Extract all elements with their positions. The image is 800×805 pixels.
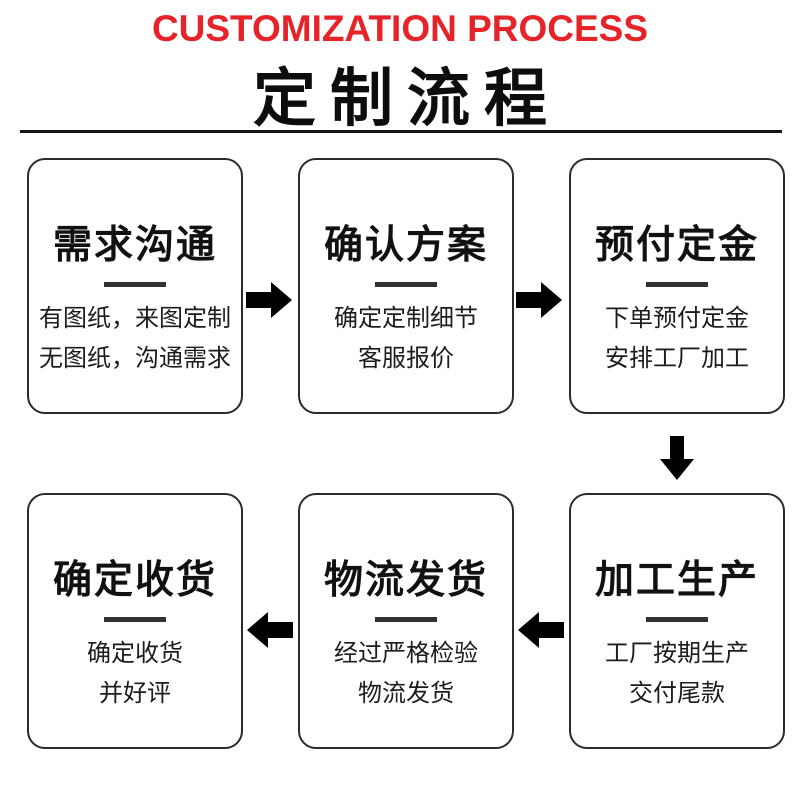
title-underline <box>646 617 708 622</box>
step-box-logistics-shipping: 物流发货 经过严格检验 物流发货 <box>298 493 514 749</box>
step-box-confirm-plan: 确认方案 确定定制细节 客服报价 <box>298 158 514 414</box>
step-description-line: 物流发货 <box>358 680 454 707</box>
step-description-line: 确定收货 <box>87 640 183 667</box>
step-description-line: 并好评 <box>99 680 171 707</box>
title-underline <box>375 282 437 287</box>
step-description-line: 无图纸，沟通需求 <box>39 345 231 372</box>
step-title: 预付定金 <box>594 224 759 267</box>
title-underline <box>104 282 166 287</box>
arrow-down-icon <box>657 436 697 480</box>
step-description-line: 交付尾款 <box>629 680 725 707</box>
step-title: 确认方案 <box>323 224 488 267</box>
step-description-line: 经过严格检验 <box>334 640 478 667</box>
step-box-demand-communication: 需求沟通 有图纸，来图定制 无图纸，沟通需求 <box>27 158 243 414</box>
step-description-line: 有图纸，来图定制 <box>39 305 231 332</box>
step-title: 确定收货 <box>52 559 217 602</box>
step-box-processing-production: 加工生产 工厂按期生产 交付尾款 <box>569 493 785 749</box>
arrow-left-icon <box>247 609 293 651</box>
step-title: 需求沟通 <box>52 224 217 267</box>
title-underline <box>646 282 708 287</box>
step-title: 加工生产 <box>594 559 759 602</box>
arrow-left-icon <box>518 609 564 651</box>
title-underline <box>104 617 166 622</box>
step-description-line: 工厂按期生产 <box>605 640 749 667</box>
step-box-prepay-deposit: 预付定金 下单预付定金 安排工厂加工 <box>569 158 785 414</box>
title-underline <box>375 617 437 622</box>
title-english: CUSTOMIZATION PROCESS <box>151 8 649 49</box>
step-description-line: 客服报价 <box>358 345 454 372</box>
step-title: 物流发货 <box>323 559 488 602</box>
arrow-right-icon <box>246 279 292 321</box>
arrow-right-icon <box>516 279 562 321</box>
step-description-line: 下单预付定金 <box>605 305 749 332</box>
step-description-line: 安排工厂加工 <box>605 345 749 372</box>
step-description-line: 确定定制细节 <box>334 305 478 332</box>
header-divider-line <box>20 130 782 133</box>
step-box-confirm-receipt: 确定收货 确定收货 并好评 <box>27 493 243 749</box>
title-chinese: 定制流程 <box>253 61 561 135</box>
